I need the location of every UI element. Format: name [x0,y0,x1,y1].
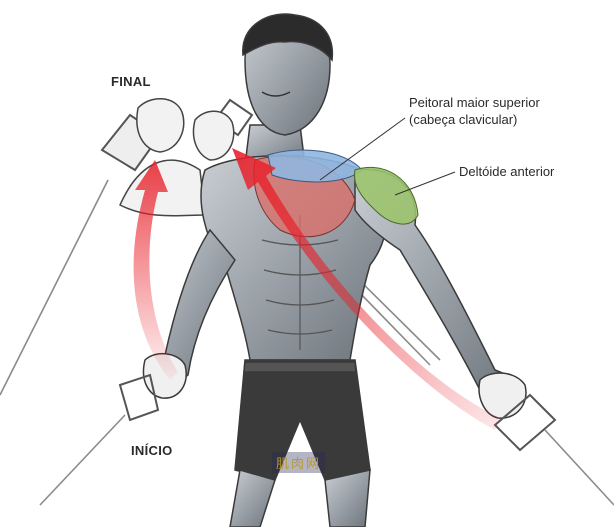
final-arm [119,98,235,217]
annotation-lines [319,117,456,196]
anterior-deltoid [353,166,419,225]
head [242,13,334,136]
pectoral-label-line1: Peitoral maior superior [409,95,540,110]
final-label: FINAL [111,74,151,89]
movement-arrow-right [232,148,500,430]
deltoid-label: Deltóide anterior [459,164,555,179]
cable-handle-start [118,373,557,452]
movement-arrow-left [133,160,178,380]
start-hands [142,353,527,419]
watermark: 肌肉网 [272,452,326,473]
start-label: INÍCIO [131,443,173,458]
clavicular-head [267,149,363,183]
pectoral-label-line2: (cabeça clavicular) [409,112,518,127]
